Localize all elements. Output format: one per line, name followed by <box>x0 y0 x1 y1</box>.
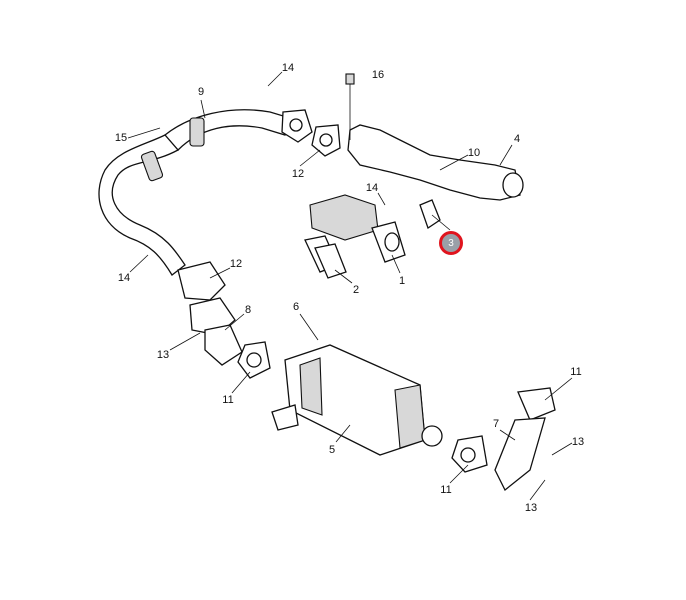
clamp <box>189 117 205 147</box>
egr-pipe-9 <box>98 109 291 276</box>
egr-pipe-7 <box>494 417 546 492</box>
callout-9[interactable]: 9 <box>197 86 205 98</box>
egr-pipe-8 <box>204 324 243 366</box>
callout-4[interactable]: 4 <box>513 133 521 145</box>
callout-13[interactable]: 13 <box>571 436 585 448</box>
callout-15[interactable]: 15 <box>114 132 128 144</box>
callout-14[interactable]: 14 <box>117 272 131 284</box>
egr-valve <box>309 194 379 241</box>
callout-14[interactable]: 14 <box>365 182 379 194</box>
callout-3-highlighted[interactable]: 3 <box>439 231 463 255</box>
callout-14[interactable]: 14 <box>281 62 295 74</box>
callout-11[interactable]: 11 <box>440 484 452 496</box>
callout-13[interactable]: 13 <box>156 349 170 361</box>
callout-11[interactable]: 11 <box>222 394 234 406</box>
callout-6[interactable]: 6 <box>292 301 300 313</box>
gasket-3 <box>419 199 441 230</box>
callout-13[interactable]: 13 <box>524 502 538 514</box>
intake-manifold-10 <box>347 124 521 201</box>
callout-1[interactable]: 1 <box>398 275 406 287</box>
callout-12[interactable]: 12 <box>291 168 305 180</box>
callout-2[interactable]: 2 <box>352 284 360 296</box>
callout-8[interactable]: 8 <box>244 304 252 316</box>
gasket-11-right <box>517 387 556 421</box>
leader-lines <box>127 71 573 501</box>
callout-10[interactable]: 10 <box>467 147 481 159</box>
callout-12[interactable]: 12 <box>229 258 243 270</box>
callout-7[interactable]: 7 <box>492 418 500 430</box>
gasket-12-lower <box>177 261 226 301</box>
callout-11[interactable]: 11 <box>570 366 582 378</box>
callout-5[interactable]: 5 <box>328 444 336 456</box>
callout-16[interactable]: 16 <box>371 69 385 81</box>
